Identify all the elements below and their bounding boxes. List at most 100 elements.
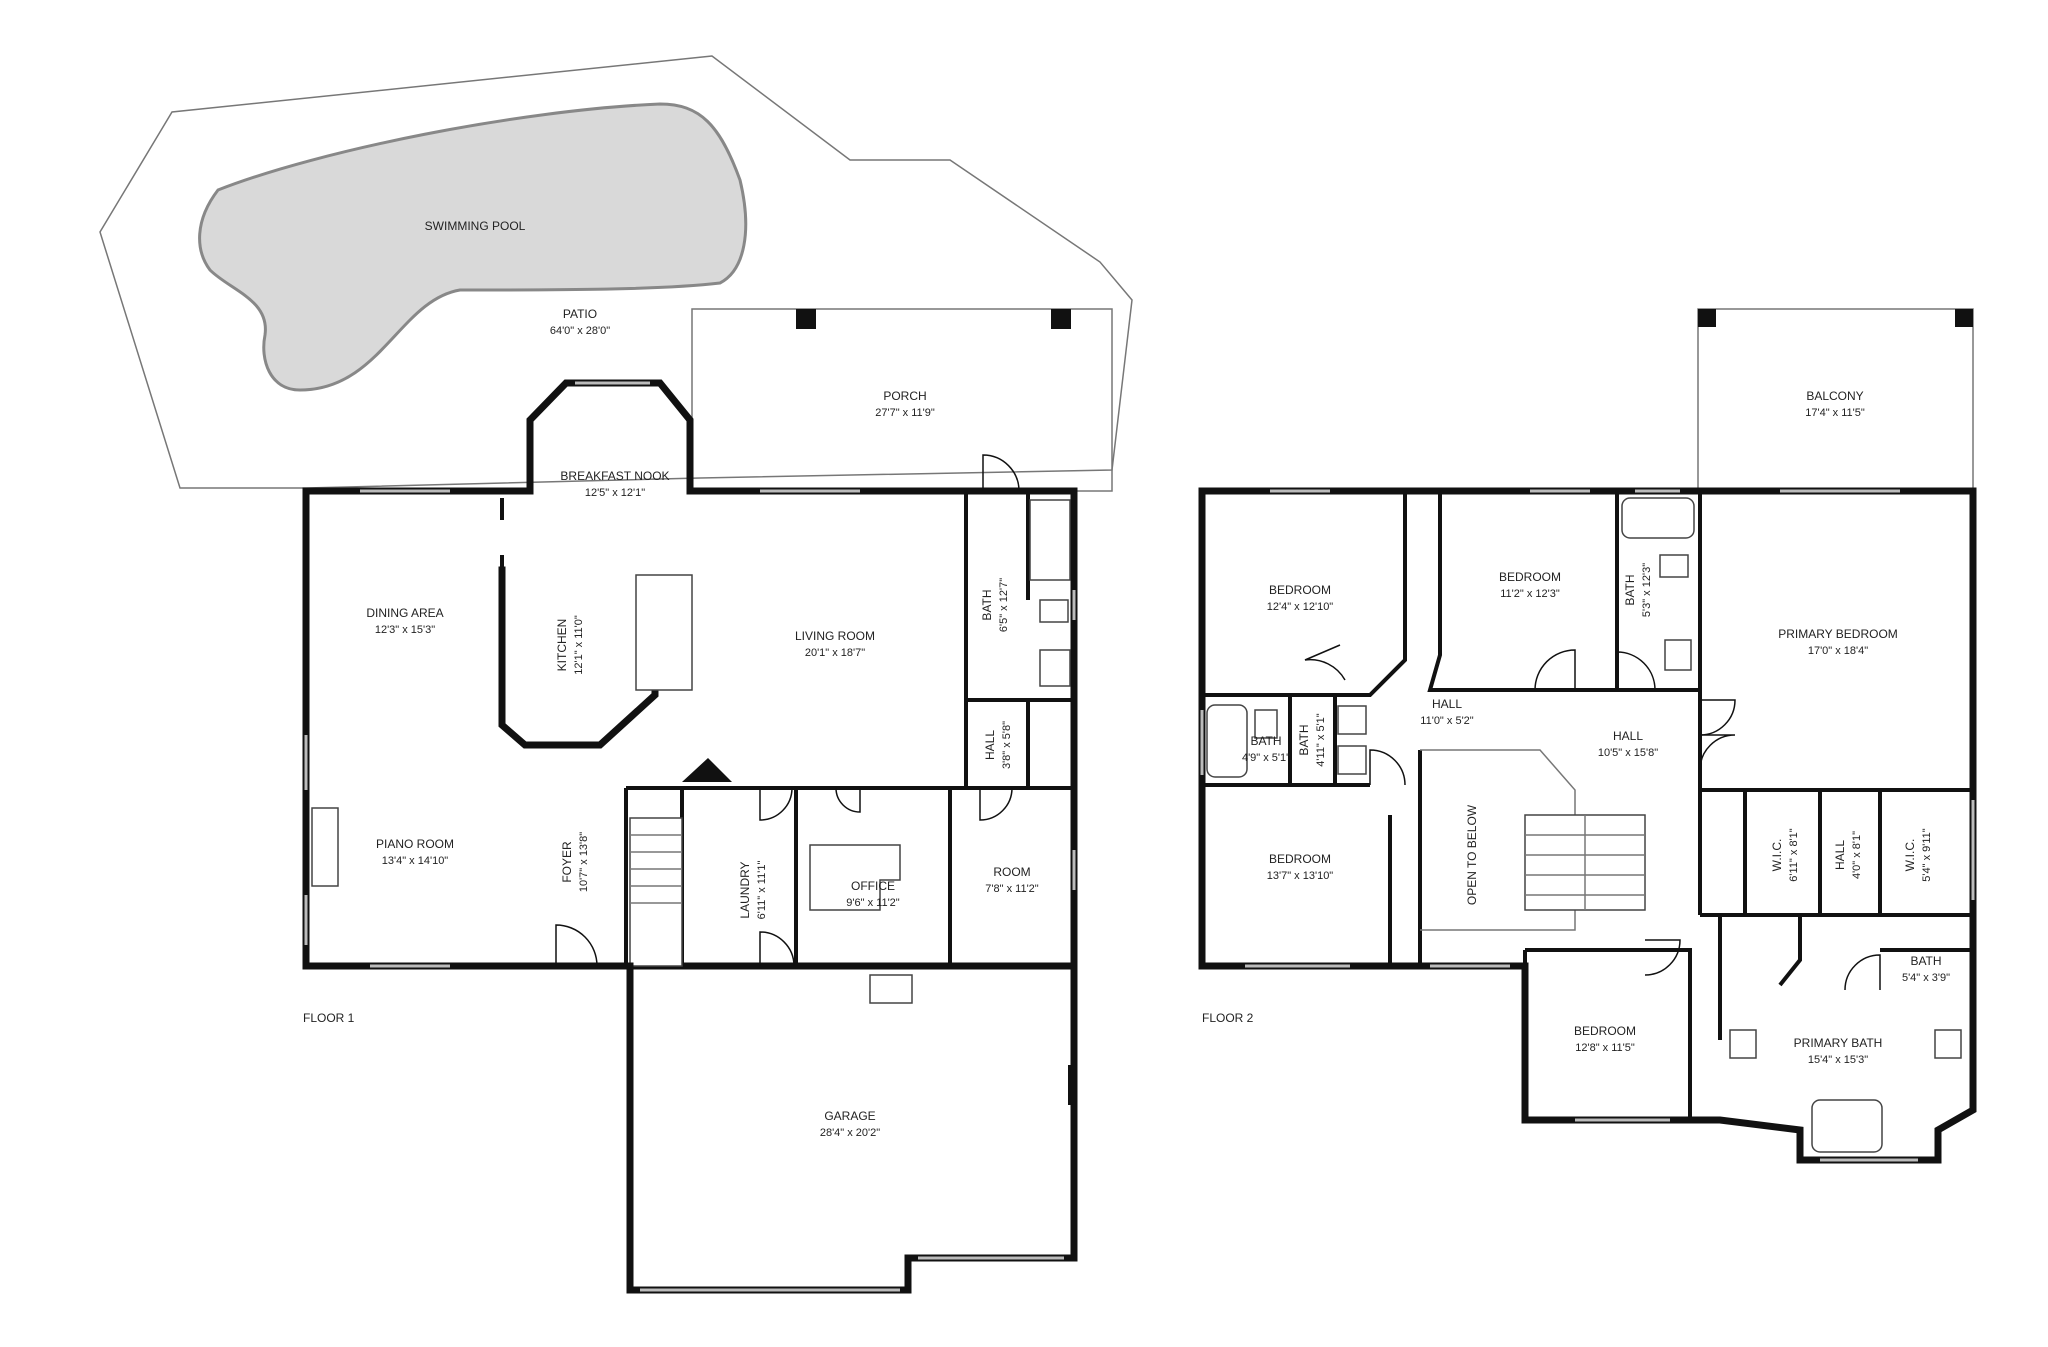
room-label-porch: PORCH 27'7" x 11'9" [875,389,935,419]
room-name: LAUNDRY [738,861,752,918]
door-swing [1844,954,1881,991]
room-label-bed4: BEDROOM 12'8" x 11'5" [1574,1024,1636,1054]
room-dims: 12'8" x 11'5" [1575,1042,1635,1054]
room-name: HALL [983,730,997,760]
room-label-wic1: W.I.C. 6'11" x 8'1" [1770,828,1800,881]
room-dims: 28'4" x 20'2" [820,1127,880,1139]
room-label-wic2: W.I.C. 5'4" x 9'11" [1903,828,1933,881]
room-dims: 12'4" x 12'10" [1267,601,1334,613]
toilet [1254,709,1278,739]
room-name: HALL [1833,840,1847,870]
room-name: HALL [1613,729,1643,743]
kitchen-island [635,574,693,691]
room-dims: 10'5" x 15'8" [1598,747,1658,759]
room-dims: 6'11" x 8'1" [1788,828,1800,881]
door-swing [1616,651,1656,691]
room-label-foyer: FOYER 10'7" x 13'8" [560,832,590,892]
door-swing [555,924,598,967]
room-name: BATH [1250,734,1281,748]
floor-2: BALCONY 17'4" x 11'5" BEDROOM 12'4" x 12… [1198,308,1977,1164]
room-name: PATIO [563,307,597,321]
room-label-dining: DINING AREA 12'3" x 15'3" [366,606,443,636]
room-dims: 5'3" x 12'3" [1641,563,1653,617]
room-label-open-below: OPEN TO BELOW [1465,804,1479,905]
room-label-garage: GARAGE 28'4" x 20'2" [820,1109,880,1139]
room-name: BEDROOM [1269,852,1331,866]
garage-utility [1068,1065,1074,1105]
room-dims: 27'7" x 11'9" [875,407,935,419]
room-label-balcony: BALCONY 17'4" x 11'5" [1805,389,1865,419]
sink [1664,639,1692,671]
room-name: W.I.C. [1770,839,1784,872]
room-label-laundry: LAUNDRY 6'11" x 11'1" [738,861,768,920]
sink [1934,1029,1962,1059]
room-dims: 12'1" x 11'0" [573,615,585,675]
bathtub [1811,1099,1883,1153]
room-name: LIVING ROOM [795,629,875,643]
room-dims: 11'0" x 5'2" [1420,715,1473,727]
sink [1729,1029,1757,1059]
room-dims: 10'7" x 13'8" [578,832,590,892]
room-label-hall1: HALL 3'8" x 5'8" [983,721,1013,769]
room-label-bath-d: BATH 5'4" x 3'9" [1902,954,1950,984]
room-label-hall-a: HALL 11'0" x 5'2" [1420,697,1473,727]
room-label-bath-a: BATH 5'3" x 12'3" [1623,563,1653,617]
door-swing [1699,699,1736,736]
floor-2-label: FLOOR 2 [1202,1011,1254,1025]
room-dims: 13'7" x 13'10" [1267,870,1334,882]
balcony-post [1955,309,1973,327]
room-name: BATH [980,589,994,620]
room-name: PIANO ROOM [376,837,454,851]
porch-post [1051,309,1071,329]
room-dims: 6'5" x 12'7" [998,578,1010,632]
room-name: GARAGE [824,1109,875,1123]
room-label-pool: SWIMMING POOL [425,219,526,233]
room-dims: 6'11" x 11'1" [756,861,768,920]
room-name: BALCONY [1806,389,1863,403]
room-label-bed3: BEDROOM 13'7" x 13'10" [1267,852,1334,882]
room-name: FOYER [560,841,574,883]
room-name: DINING AREA [366,606,443,620]
room-label-bed2: BEDROOM 11'2" x 12'3" [1499,570,1561,600]
floor2-outer-wall [1198,487,1977,1164]
door-swing [1369,749,1406,786]
room-label-bed1: BEDROOM 12'4" x 12'10" [1267,583,1334,613]
swimming-pool [198,102,748,392]
garage-wall [626,962,1078,1294]
room-label-living: LIVING ROOM 20'1" x 18'7" [795,629,875,659]
room-dims: 15'4" x 15'3" [1808,1054,1868,1066]
sink [1039,649,1071,687]
room-dims: 7'8" x 11'2" [985,883,1038,895]
room-name: KITCHEN [555,619,569,672]
room-label-patio: PATIO 64'0" x 28'0" [550,307,610,337]
floor-1: SWIMMING POOL PATIO 64'0" x 28'0" PORCH … [99,55,1133,1294]
room-label-kitchen: KITCHEN 12'1" x 11'0" [555,615,585,675]
room-name: PRIMARY BATH [1794,1036,1883,1050]
fireplace [311,807,339,887]
room-name: BATH [1910,954,1941,968]
floor1-outer-wall [302,487,1078,970]
room-dims: 4'11" x 5'1" [1315,713,1327,766]
room-dims: 17'4" x 11'5" [1805,407,1865,419]
room-dims: 12'3" x 15'3" [375,624,435,636]
room-name: BEDROOM [1269,583,1331,597]
room-label-room: ROOM 7'8" x 11'2" [985,865,1038,895]
patio-outline [99,55,1133,489]
room-label-primary-bath: PRIMARY BATH 15'4" x 15'3" [1794,1036,1883,1066]
room-name: BATH [1623,574,1637,605]
door-swing [835,787,861,813]
room-dims: 12'5" x 12'1" [585,487,645,499]
room-name: PORCH [883,389,926,403]
room-dims: 4'0" x 8'1" [1851,831,1863,879]
room-dims: 20'1" x 18'7" [805,647,865,659]
room-name: BREAKFAST NOOK [560,469,669,483]
door-swing [1304,644,1346,681]
room-name: W.I.C. [1903,839,1917,872]
kitchen-counter [498,566,659,749]
room-dims: 5'4" x 3'9" [1902,972,1950,984]
room-label-office: OFFICE 9'6" x 11'2" [846,879,899,909]
sink [1337,705,1367,735]
room-dims: 17'0" x 18'4" [1808,645,1868,657]
room-label-piano: PIANO ROOM 13'4" x 14'10" [376,837,454,867]
